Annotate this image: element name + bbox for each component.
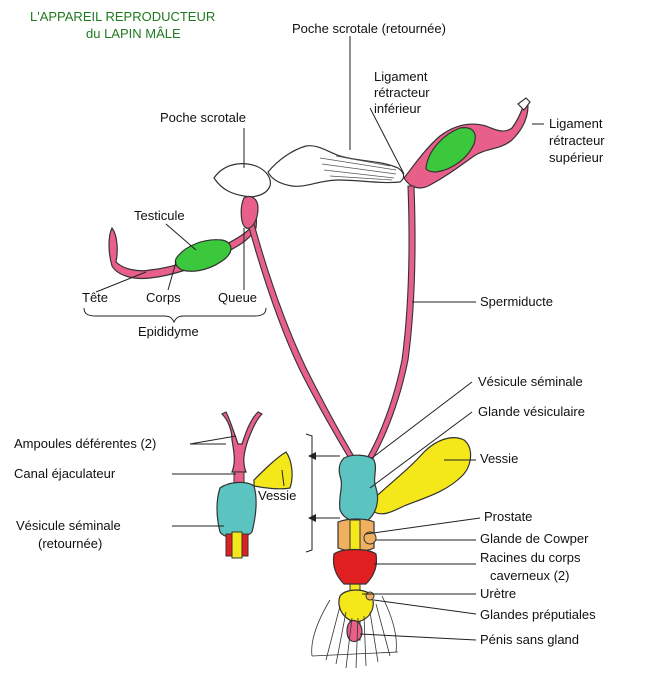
inset-bracket xyxy=(305,433,313,553)
right-testis xyxy=(425,127,476,173)
leader-tete xyxy=(95,271,147,293)
inset-red-root xyxy=(225,533,249,557)
leader-preputiales xyxy=(373,599,477,615)
label-testicule: Testicule xyxy=(134,208,185,223)
leader-lig-inf xyxy=(369,107,405,175)
label-epididyme: Epididyme xyxy=(138,324,199,339)
leader-vessie-inset xyxy=(281,469,285,487)
label-ligament-sup-1: Ligament xyxy=(549,116,603,131)
inset-ampoules xyxy=(220,411,264,473)
label-vessie: Vessie xyxy=(480,451,518,466)
leader-penis xyxy=(359,633,477,641)
epididymis-brace xyxy=(83,307,267,324)
leader-corps xyxy=(167,261,177,291)
label-glande-cowper: Glande de Cowper xyxy=(480,531,589,546)
label-ligament-inf-3: inférieur xyxy=(374,101,422,116)
right-superior-ligament xyxy=(517,97,531,111)
label-vessie-inset: Vessie xyxy=(258,488,296,503)
title-line-1: L'APPAREIL REPRODUCTEUR xyxy=(30,9,215,24)
label-ligament-sup-2: rétracteur xyxy=(549,133,605,148)
leader-prostate xyxy=(365,517,481,535)
label-vesicule-retournee-2: (retournée) xyxy=(38,536,102,551)
arrow-lower-head xyxy=(308,514,316,522)
arrow-upper-head xyxy=(308,452,316,460)
inset-seminal-vesicle xyxy=(216,481,257,539)
label-tete: Tête xyxy=(82,290,108,305)
label-vesicule-retournee-1: Vésicule séminale xyxy=(16,518,121,533)
title-line-2: du LAPIN MÂLE xyxy=(86,26,181,41)
leader-glande-vesic xyxy=(369,411,473,489)
label-ampoules: Ampoules déférentes (2) xyxy=(14,436,156,451)
label-poche-scrotale-retournee: Poche scrotale (retournée) xyxy=(292,21,446,36)
cowper-gland xyxy=(363,531,377,545)
scrotal-fibers xyxy=(319,155,397,181)
inset-urethra xyxy=(231,531,243,559)
inset-vessie xyxy=(253,451,293,490)
label-glande-vesiculaire: Glande vésiculaire xyxy=(478,404,585,419)
seminal-vesicle xyxy=(338,454,379,523)
label-spermiducte: Spermiducte xyxy=(480,294,553,309)
leader-ampoules xyxy=(189,435,237,445)
prepuce-fringe xyxy=(311,595,399,669)
label-ligament-inf-2: rétracteur xyxy=(374,85,430,100)
label-ligament-inf-1: Ligament xyxy=(374,69,428,84)
corpus-cavernosum-roots xyxy=(332,548,378,585)
spermiduct-right xyxy=(365,185,416,461)
leader-vesicule xyxy=(371,381,473,459)
label-ligament-sup-3: supérieur xyxy=(549,150,604,165)
label-penis: Pénis sans gland xyxy=(480,632,579,647)
label-canal: Canal éjaculateur xyxy=(14,466,116,481)
scrotal-pouch-left xyxy=(213,163,271,198)
label-prostate: Prostate xyxy=(484,509,532,524)
label-racines-1: Racines du corps xyxy=(480,550,581,565)
label-queue: Queue xyxy=(218,290,257,305)
label-racines-2: caverneux (2) xyxy=(490,568,569,583)
preputial-glands xyxy=(338,589,374,623)
preputial-gland-small xyxy=(365,591,375,601)
epididymis-tail xyxy=(240,195,259,229)
label-poche-scrotale: Poche scrotale xyxy=(160,110,246,125)
label-vesicule-seminale: Vésicule séminale xyxy=(478,374,583,389)
label-corps: Corps xyxy=(146,290,181,305)
label-uretre: Urètre xyxy=(480,586,516,601)
left-testis xyxy=(174,239,232,272)
leader-testicule xyxy=(165,223,197,251)
spermiduct-left xyxy=(247,223,357,461)
label-glandes-preputiales: Glandes préputiales xyxy=(480,607,596,622)
